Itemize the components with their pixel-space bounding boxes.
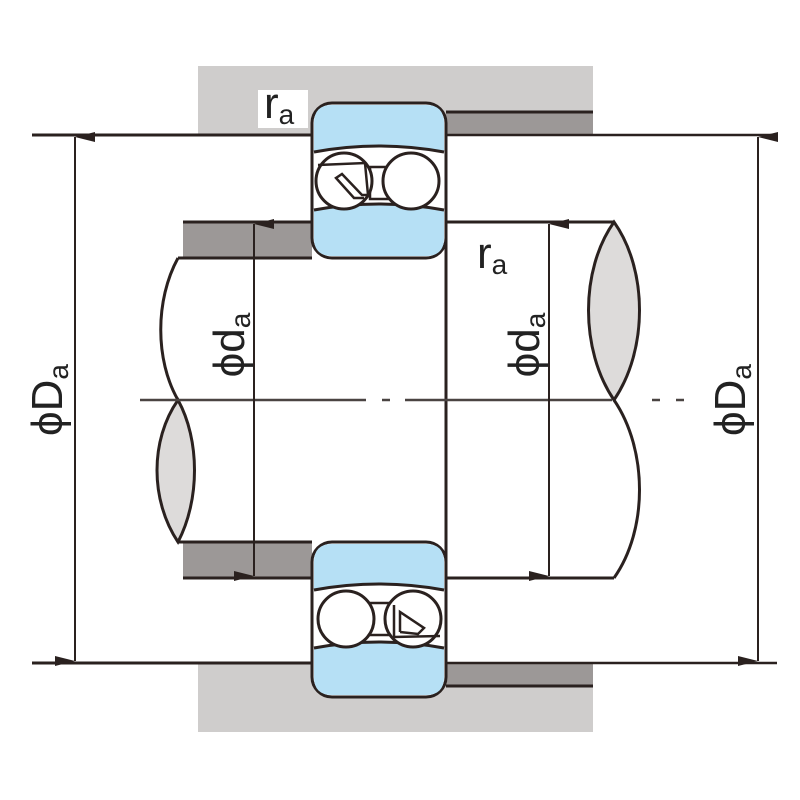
shaft-shoulder-bottom — [183, 542, 312, 578]
cage-section — [392, 605, 441, 639]
Da-left-label: ϕDa — [23, 364, 74, 436]
bearing-bottom — [310, 540, 448, 699]
bearing-top — [310, 101, 448, 260]
Da-right-label: ϕDa — [706, 364, 757, 436]
da-right-label: ϕda — [500, 312, 551, 377]
housing-shoulder-bottom — [446, 663, 593, 686]
ball — [314, 151, 374, 211]
ball — [381, 151, 441, 211]
cage-section — [317, 161, 370, 200]
ra-right-label: ra — [477, 229, 508, 280]
da-left-label: ϕda — [205, 312, 256, 377]
ball — [316, 589, 376, 649]
housing-shoulder-top — [446, 112, 593, 135]
ra-top-label-bg — [258, 90, 308, 128]
ball — [383, 589, 443, 649]
ra-top-label: ra — [264, 79, 295, 130]
shaft-shoulder-top — [183, 222, 312, 258]
